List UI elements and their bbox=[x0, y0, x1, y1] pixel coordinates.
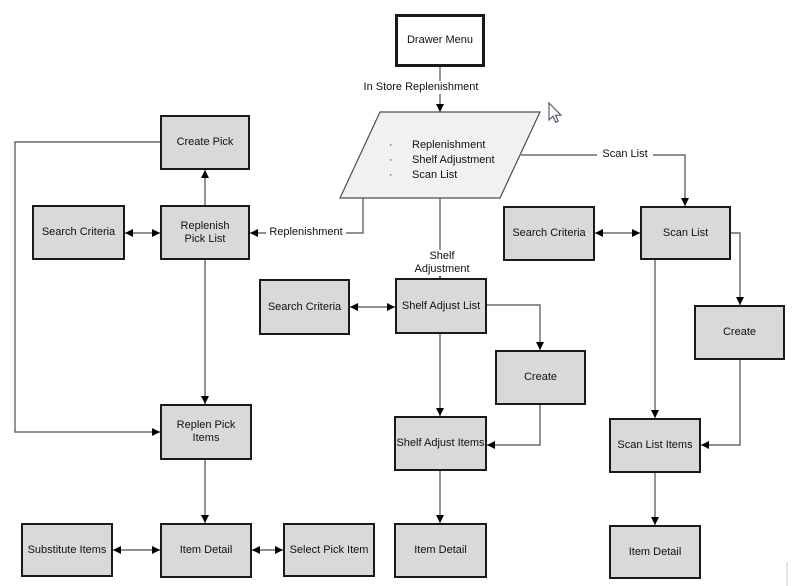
edge-scan-list-to-create-right bbox=[731, 232, 744, 305]
node-search-criteria-left: Search Criteria bbox=[32, 205, 125, 260]
edge-create-pick-to-replen-pick-items bbox=[14, 141, 160, 436]
node-item-detail-left: Item Detail bbox=[160, 523, 252, 578]
node-substitute-items: Substitute Items bbox=[21, 523, 113, 577]
node-scan-list: Scan List bbox=[640, 206, 731, 260]
scrollbar-fragment bbox=[786, 562, 788, 586]
bullet-icon: · bbox=[389, 168, 393, 181]
node-replen-pick-items: Replen Pick Items bbox=[160, 404, 252, 460]
menu-option: · Shelf Adjustment bbox=[386, 152, 495, 167]
node-item-detail-mid: Item Detail bbox=[394, 523, 487, 578]
node-create-mid-label: Create bbox=[523, 371, 558, 383]
edge-create-mid-to-shelf-adjust-items bbox=[487, 405, 541, 449]
node-item-detail-mid-label: Item Detail bbox=[414, 544, 467, 556]
node-item-detail-right: Item Detail bbox=[609, 525, 701, 579]
node-search-criteria-right: Search Criteria bbox=[503, 206, 595, 261]
node-shelf-adjust-items-label: Shelf Adjust Items bbox=[396, 437, 485, 449]
node-scan-list-items: Scan List Items bbox=[609, 418, 701, 473]
node-create-right: Create bbox=[694, 305, 785, 360]
node-create-mid: Create bbox=[495, 350, 586, 405]
edge-menu-to-scan-list bbox=[521, 154, 689, 206]
edge-label-replenishment: Replenishment bbox=[266, 226, 346, 239]
edge-shelf-adjust-list-to-create-mid bbox=[487, 304, 544, 350]
edge-label-in-store-replenishment: In Store Replenishment bbox=[343, 81, 499, 94]
menu-option: · Replenishment bbox=[386, 137, 495, 152]
bullet-icon: · bbox=[389, 153, 393, 166]
node-replenish-pick-list-label: Replenish Pick List bbox=[180, 219, 230, 245]
edge-label-scan-list: Scan List bbox=[597, 148, 653, 161]
node-shelf-adjust-list-label: Shelf Adjust List bbox=[401, 299, 481, 312]
node-replenish-pick-list: Replenish Pick List bbox=[160, 205, 250, 260]
node-item-detail-left-label: Item Detail bbox=[179, 544, 233, 556]
edge-create-right-to-scan-list-items bbox=[701, 360, 741, 449]
node-drawer-menu: Drawer Menu bbox=[395, 14, 485, 67]
node-create-pick: Create Pick bbox=[160, 115, 250, 170]
node-shelf-adjust-list: Shelf Adjust List bbox=[395, 278, 487, 334]
node-scan-list-label: Scan List bbox=[662, 226, 709, 239]
node-search-criteria-mid: Search Criteria bbox=[259, 279, 350, 335]
menu-option-label: Replenishment bbox=[412, 138, 486, 151]
menu-option: · Scan List bbox=[386, 167, 495, 182]
menu-option-label: Scan List bbox=[412, 168, 458, 181]
node-select-pick-item: Select Pick Item bbox=[283, 523, 375, 577]
edge-label-shelf-adjustment: Shelf Adjustment bbox=[400, 250, 484, 276]
node-search-criteria-right-label: Search Criteria bbox=[512, 227, 586, 239]
node-shelf-adjust-items: Shelf Adjust Items bbox=[394, 416, 487, 471]
node-create-pick-label: Create Pick bbox=[176, 136, 234, 148]
bullet-icon: · bbox=[389, 138, 393, 151]
node-scan-list-items-label: Scan List Items bbox=[617, 439, 693, 451]
menu-option-label: Shelf Adjustment bbox=[412, 153, 495, 166]
node-substitute-items-label: Substitute Items bbox=[27, 543, 107, 556]
node-search-criteria-mid-label: Search Criteria bbox=[267, 300, 342, 313]
menu-options-list: · Replenishment · Shelf Adjustment · Sca… bbox=[386, 137, 495, 182]
node-search-criteria-left-label: Search Criteria bbox=[41, 226, 116, 238]
menu-parallelogram bbox=[339, 111, 541, 199]
node-drawer-menu-label: Drawer Menu bbox=[406, 34, 474, 46]
node-create-right-label: Create bbox=[722, 326, 757, 338]
node-select-pick-item-label: Select Pick Item bbox=[289, 543, 369, 556]
mouse-cursor-icon bbox=[548, 101, 563, 124]
node-item-detail-right-label: Item Detail bbox=[628, 545, 682, 558]
node-replen-pick-items-label: Replen Pick Items bbox=[176, 419, 236, 444]
